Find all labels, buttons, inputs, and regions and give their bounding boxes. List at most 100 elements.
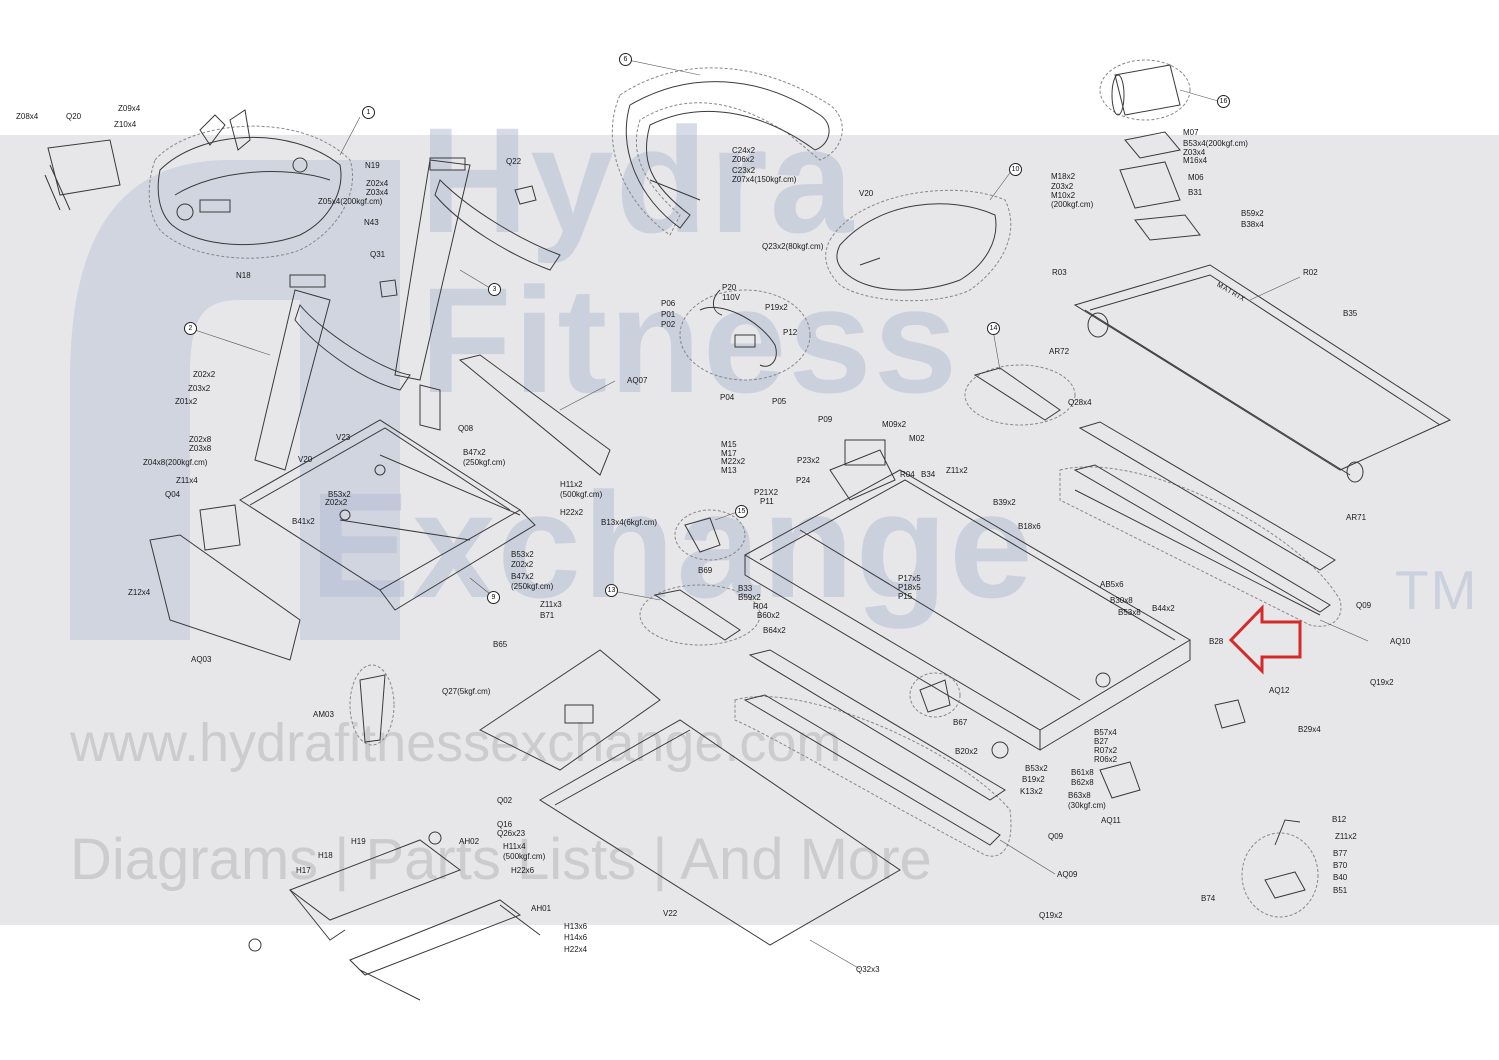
part-label: H22x2 bbox=[560, 508, 584, 517]
part-label: B74 bbox=[1201, 894, 1216, 903]
part-label: H18 bbox=[318, 851, 333, 860]
part-label: Q32x3 bbox=[856, 965, 880, 974]
callout-9: 9 bbox=[487, 591, 500, 604]
callout-14: 14 bbox=[987, 322, 1000, 335]
part-label: R03 bbox=[1052, 268, 1067, 277]
highlight-arrow bbox=[1228, 604, 1302, 675]
part-label: C23x2 bbox=[732, 166, 756, 175]
part-label: B12 bbox=[1332, 815, 1347, 824]
part-label: Z11x4 bbox=[176, 476, 198, 485]
part-label: V23 bbox=[336, 433, 351, 442]
part-label: Z05x4(200kgf.cm) bbox=[318, 197, 383, 206]
callout-10: 10 bbox=[1009, 163, 1022, 176]
callout-3: 3 bbox=[488, 283, 501, 296]
part-label: M09x2 bbox=[882, 420, 907, 429]
part-label: M18x2 bbox=[1051, 172, 1076, 181]
part-label: N19 bbox=[365, 161, 380, 170]
part-label: B53x2 bbox=[328, 490, 351, 499]
part-label: B53x8 bbox=[1118, 608, 1141, 617]
part-label: B60x2 bbox=[757, 611, 780, 620]
part-label: B71 bbox=[540, 611, 555, 620]
part-label: B61x8 bbox=[1071, 768, 1094, 777]
callout-13: 13 bbox=[605, 584, 618, 597]
watermark-trademark: TM bbox=[1395, 559, 1479, 621]
part-label: Z02x2 bbox=[511, 560, 534, 569]
part-label: Z10x4 bbox=[114, 120, 137, 129]
part-label: B41x2 bbox=[292, 517, 315, 526]
watermark-band bbox=[0, 135, 1499, 925]
wiring-assembly bbox=[679, 289, 811, 381]
part-label: B53x2 bbox=[1025, 764, 1048, 773]
part-label: AM03 bbox=[313, 710, 334, 719]
part-label: B29x4 bbox=[1298, 725, 1321, 734]
part-label: P18x5 bbox=[898, 583, 921, 592]
part-label: B77 bbox=[1333, 849, 1348, 858]
part-label: Z02x2 bbox=[325, 498, 348, 507]
part-label: B28 bbox=[1209, 637, 1224, 646]
part-label: B33 bbox=[738, 584, 753, 593]
part-label: Z07x4(150kgf.cm) bbox=[732, 175, 797, 184]
part-label: Q20 bbox=[66, 112, 82, 121]
guide-wheel-assembly bbox=[909, 672, 961, 718]
part-label: AB5x6 bbox=[1100, 580, 1124, 589]
part-label: R07x2 bbox=[1094, 746, 1118, 755]
part-label: B65 bbox=[493, 640, 508, 649]
callout-6: 6 bbox=[619, 53, 632, 66]
part-label: B31 bbox=[1188, 188, 1203, 197]
lift-motor bbox=[349, 664, 395, 746]
part-label: M17 bbox=[721, 449, 737, 458]
part-label: Z04x8(200kgf.cm) bbox=[143, 458, 208, 467]
upright-assembly bbox=[254, 157, 611, 476]
part-label: Z11x2 bbox=[946, 466, 968, 475]
part-label: B27 bbox=[1094, 737, 1109, 746]
part-label: (30kgf.cm) bbox=[1068, 801, 1106, 810]
part-label: Z06x2 bbox=[732, 155, 755, 164]
part-label: V22 bbox=[663, 909, 678, 918]
part-label: P11 bbox=[760, 497, 774, 506]
running-deck bbox=[1073, 264, 1452, 483]
part-label: Q22 bbox=[506, 157, 522, 166]
watermark-url: www.hydrafitnessexchange.com bbox=[70, 713, 842, 773]
part-label: B44x2 bbox=[1152, 604, 1175, 613]
incline-frame bbox=[479, 649, 901, 946]
part-label: Z01x2 bbox=[175, 397, 198, 406]
part-label: H13x6 bbox=[564, 922, 588, 931]
part-label: Z02x4 bbox=[366, 179, 389, 188]
part-label: P06 bbox=[661, 299, 676, 308]
part-label: M07 bbox=[1183, 128, 1199, 137]
part-label: Q02 bbox=[497, 796, 513, 805]
watermark-brand-line3: Exchange bbox=[310, 461, 1035, 629]
part-label: AQ11 bbox=[1101, 816, 1121, 825]
part-label: AQ10 bbox=[1390, 637, 1411, 646]
part-label: Z02x2 bbox=[193, 370, 216, 379]
motor-cover bbox=[825, 189, 1012, 302]
part-label: B53x4(200kgf.cm) bbox=[1183, 139, 1248, 148]
callout-15: 15 bbox=[735, 505, 748, 518]
part-label: H22x6 bbox=[511, 866, 535, 875]
part-label: AQ03 bbox=[191, 655, 212, 664]
part-label: Z09x4 bbox=[118, 104, 141, 113]
part-label: R02 bbox=[1303, 268, 1318, 277]
part-label: M02 bbox=[909, 434, 925, 443]
part-label: Q04 bbox=[165, 490, 181, 499]
part-label: AR71 bbox=[1346, 513, 1367, 522]
part-label: P15 bbox=[898, 592, 913, 601]
part-label: B57x4 bbox=[1094, 728, 1117, 737]
sensor-assembly bbox=[674, 509, 746, 561]
part-label: B59x2 bbox=[738, 593, 761, 602]
part-label: B67 bbox=[953, 718, 968, 727]
side-step-assembly bbox=[639, 584, 761, 646]
part-label: Q27(5kgf.cm) bbox=[442, 687, 491, 696]
part-label: B19x2 bbox=[1022, 775, 1045, 784]
part-label: AH02 bbox=[459, 837, 480, 846]
part-label: M10x2 bbox=[1051, 191, 1076, 200]
motor-assembly bbox=[1099, 59, 1201, 241]
part-label: AR72 bbox=[1049, 347, 1070, 356]
part-label: B70 bbox=[1333, 861, 1348, 870]
part-label: H14x6 bbox=[564, 933, 588, 942]
part-label: B63x8 bbox=[1068, 791, 1091, 800]
part-label: M15 bbox=[721, 440, 737, 449]
part-label: P09 bbox=[818, 415, 833, 424]
part-label: Z12x4 bbox=[128, 588, 151, 597]
part-label: (250kgf.cm) bbox=[463, 458, 506, 467]
